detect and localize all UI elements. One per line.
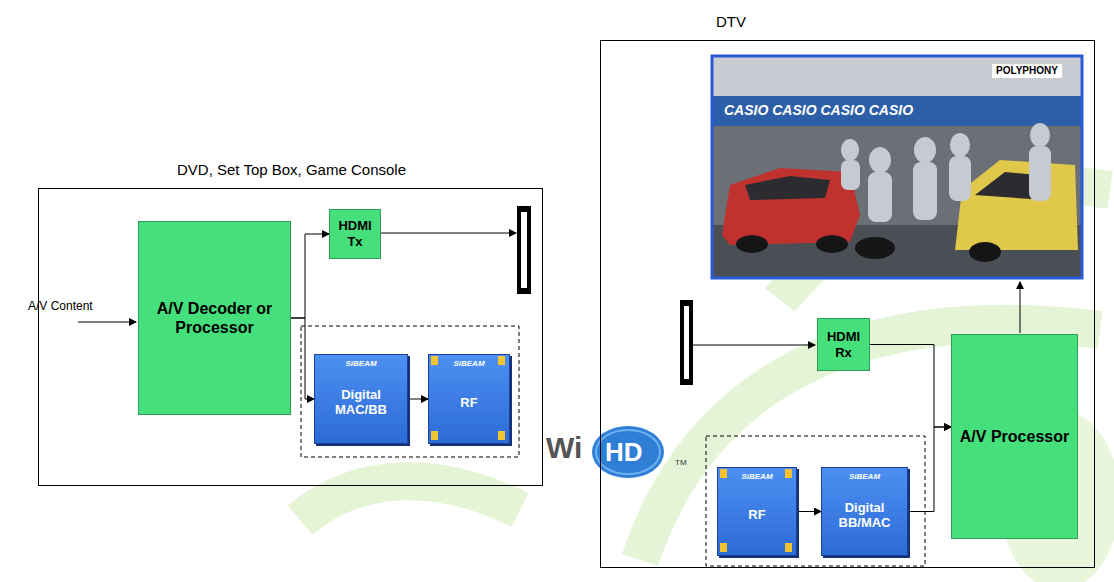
- block-label: Digital MAC/BB: [318, 388, 404, 418]
- dashed-module: [706, 436, 925, 566]
- dashed-module: [301, 326, 519, 457]
- block-label: Digital BB/MAC: [825, 501, 904, 531]
- chip-block: SiBEAM RF: [428, 354, 510, 444]
- hdmi-block: HDMI Tx: [329, 209, 381, 259]
- block-label: HDMI Rx: [821, 329, 866, 360]
- housing-heading: DVD, Set Top Box, Game Console: [39, 161, 544, 178]
- block-label: RF: [460, 396, 477, 411]
- tv-screen-picture: [712, 56, 1082, 278]
- chip-block: SiBEAM RF: [717, 467, 797, 556]
- brand-logo: SiBEAM: [718, 472, 796, 481]
- hdmi-block: HDMI Rx: [817, 318, 870, 371]
- input-label: A/V Content: [28, 300, 93, 312]
- brand-logo: SiBEAM: [429, 359, 509, 368]
- block-label: HDMI Tx: [333, 218, 377, 249]
- hdmi-port: [517, 206, 531, 294]
- hdmi-in-arrow: [693, 345, 815, 346]
- logo-text: HD: [605, 439, 643, 465]
- signal-connector: [291, 234, 329, 318]
- hdmi-out-arrow: [380, 233, 516, 234]
- processor-block: A/V Decoder or Processor: [138, 221, 291, 415]
- tv-housing: DTVHDMI RxSiBEAMRFSiBEAMDigital BB/MACA/…: [600, 40, 1095, 568]
- brand-logo: SiBEAM: [822, 472, 907, 481]
- brand-logo: SiBEAM: [315, 359, 407, 368]
- block-label: RF: [748, 508, 765, 523]
- display-arrow: [1020, 282, 1021, 333]
- logo-text: Wi: [546, 433, 582, 463]
- signal-connector: [408, 399, 428, 400]
- screen-sign-text: POLYPHONY: [992, 64, 1062, 78]
- processor-block: A/V Processor: [951, 334, 1078, 539]
- screen-banner-text: CASIO CASIO CASIO CASIO: [724, 103, 913, 117]
- hdmi-port-slot: [684, 306, 689, 379]
- trademark: TM: [675, 459, 687, 467]
- signal-connector: [797, 511, 821, 512]
- input-arrow: [78, 322, 136, 323]
- signal-connector: [291, 318, 314, 399]
- chip-block: SiBEAM Digital BB/MAC: [821, 467, 908, 556]
- wihd-logo: [592, 426, 664, 478]
- block-label: A/V Decoder or Processor: [142, 299, 287, 337]
- block-label: A/V Processor: [960, 427, 1069, 446]
- hdmi-port: [680, 300, 693, 385]
- housing-heading: DTV: [691, 13, 771, 30]
- signal-connector: [870, 345, 951, 428]
- signal-connector: [908, 427, 951, 512]
- hdmi-port-slot: [521, 212, 527, 288]
- device-housing: DVD, Set Top Box, Game ConsoleA/V Decode…: [38, 188, 543, 486]
- chip-block: SiBEAM Digital MAC/BB: [314, 354, 408, 444]
